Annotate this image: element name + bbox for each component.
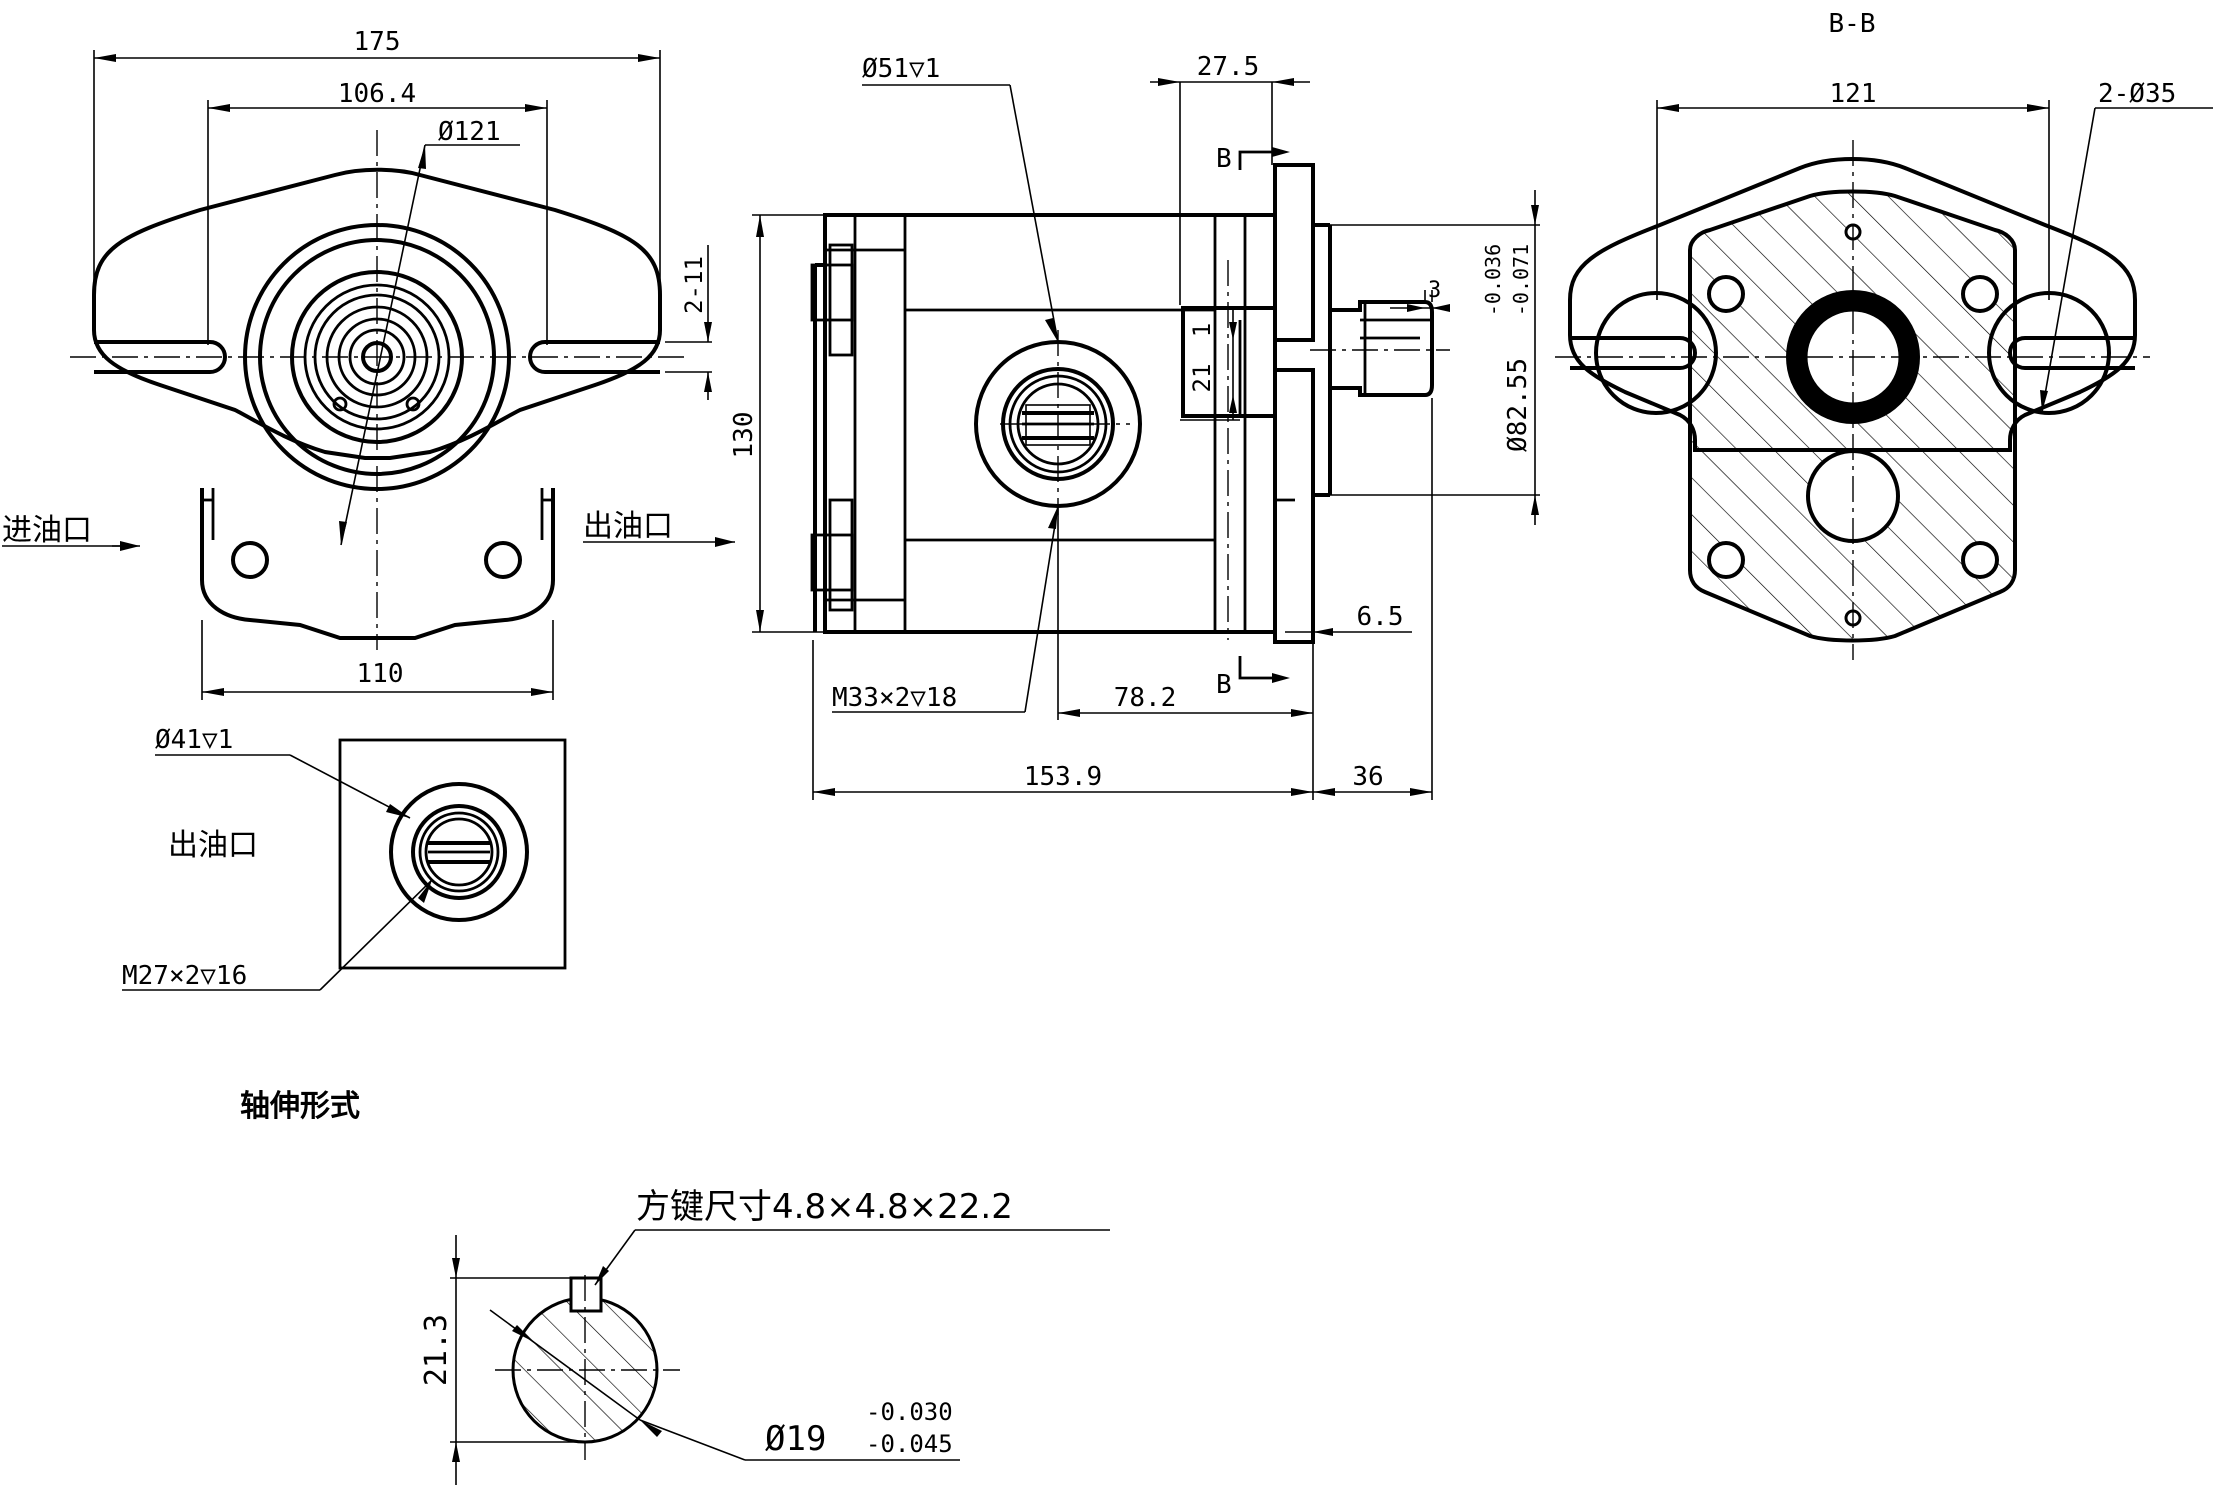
side-view-bolts: [810, 243, 854, 612]
dim-flange-offset: 27.5: [1197, 52, 1260, 82]
dim-inlet-thread: M33×2▽18: [832, 683, 957, 713]
outlet-dimensions: [122, 754, 433, 991]
front-view-centerlines: [70, 130, 690, 650]
side-view-centerlines: [1000, 260, 1450, 640]
outlet-label-group: 出油口: [583, 509, 735, 547]
shaft-dimensions: [450, 1229, 1110, 1485]
inlet-label-group: 进油口: [2, 513, 140, 551]
side-view-shaft: [1330, 300, 1434, 397]
outlet-view: Ø41▽1 出油口 M27×2▽16: [122, 725, 567, 991]
dim-body-height: 130: [729, 412, 759, 459]
dim-slot-spacing: 106.4: [338, 79, 416, 109]
shaft-detail: 轴伸形式 方键尺寸4.8×4.8×22.2 21.3 Ø19 -0.030 -0…: [240, 1089, 1110, 1485]
dim-section-slot-spacing: 121: [1830, 79, 1877, 109]
shaft-tol-lower: -0.045: [866, 1430, 953, 1458]
dim-width-overall: 175: [354, 27, 401, 57]
outlet-detail-label: 出油口: [168, 828, 258, 863]
dim-shaft-length: 36: [1352, 762, 1383, 792]
section-view: B-B: [1555, 9, 2213, 660]
dim-shaft-height: 21.3: [419, 1314, 454, 1386]
outlet-port-label: 出油口: [583, 509, 673, 544]
dim-key-offset: 1: [1188, 323, 1216, 337]
dim-body-length: 153.9: [1024, 762, 1102, 792]
dim-shaft-diameter: Ø19: [765, 1419, 826, 1459]
inlet-port-label: 进油口: [2, 513, 92, 548]
section-mark-top: B: [1216, 144, 1232, 174]
shaft-detail-title: 轴伸形式: [240, 1089, 360, 1124]
section-dimensions: [1656, 100, 2213, 413]
section-title: B-B: [1829, 9, 1876, 39]
dim-outlet-thread: M27×2▽16: [122, 961, 247, 991]
dim-flange-thickness: 6.5: [1357, 602, 1404, 632]
side-view: Ø51▽1 27.5 B B 3 1 21 -0.036 -0.071 Ø82.…: [729, 52, 1540, 800]
dim-pilot-diameter-side: Ø82.55: [1503, 358, 1533, 452]
dim-pilot-tol-lower: -0.071: [1509, 244, 1533, 316]
dim-key-height: 21: [1188, 364, 1216, 393]
dim-outlet-spotface: Ø41▽1: [155, 725, 233, 755]
front-view-dimensions: [93, 50, 712, 700]
front-view-flange-outline: [92, 167, 662, 460]
section-marks: [1238, 147, 1290, 683]
section-mark-bottom: B: [1216, 670, 1232, 700]
shaft-key-note: 方键尺寸4.8×4.8×22.2: [636, 1187, 1013, 1227]
dim-key-depth: 3: [1428, 278, 1441, 303]
dim-port-position: 78.2: [1114, 683, 1177, 713]
dim-base-width: 110: [357, 659, 404, 689]
front-view-slots: [94, 340, 660, 374]
dim-pilot-diameter: Ø121: [438, 117, 501, 147]
dim-slot-width: 2-11: [680, 256, 708, 314]
front-view: 175 106.4 Ø121 2-11 110 进油口 出油口: [2, 27, 735, 700]
dim-inlet-spotface: Ø51▽1: [862, 54, 940, 84]
dim-section-holes: 2-Ø35: [2098, 79, 2176, 109]
shaft-tol-upper: -0.030: [866, 1398, 953, 1426]
side-view-flange: [1181, 163, 1332, 644]
dim-pilot-tol-upper: -0.036: [1481, 244, 1505, 316]
